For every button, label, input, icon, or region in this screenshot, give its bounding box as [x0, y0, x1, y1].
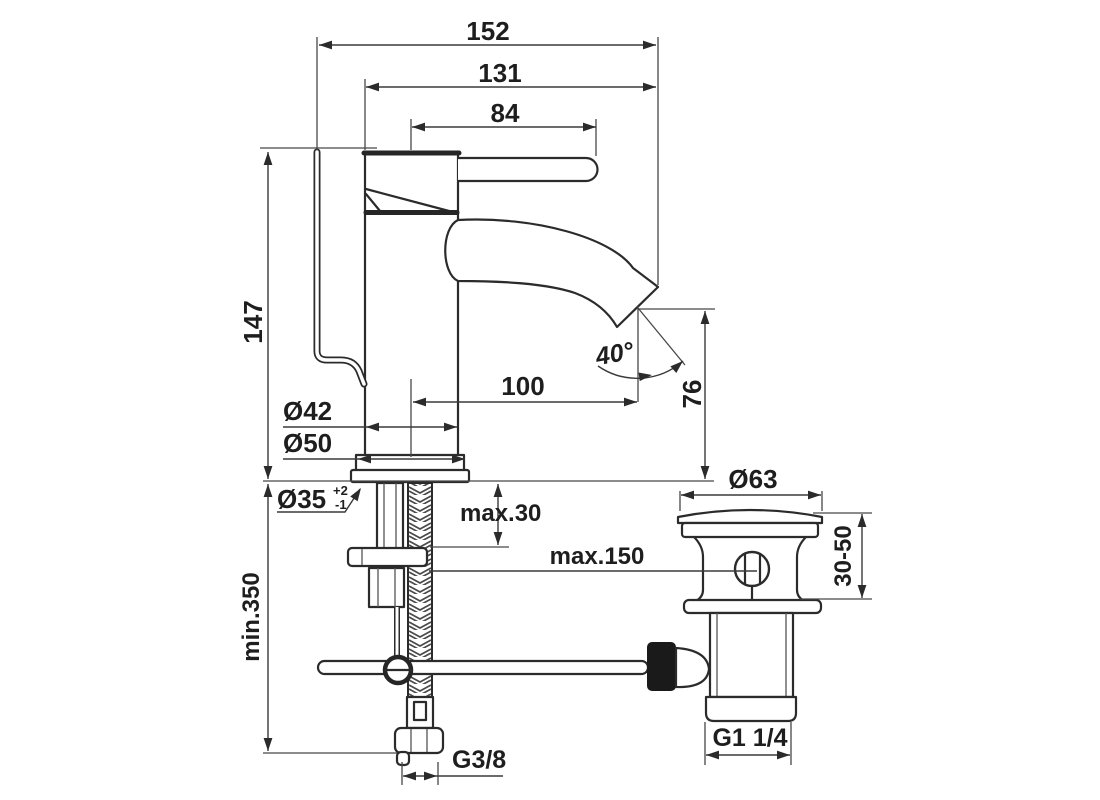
- mounting-hardware: [346, 546, 429, 609]
- dim-147-label: 147: [238, 300, 268, 343]
- dimension-annotations: [260, 37, 872, 785]
- dim-max30-label: max.30: [460, 500, 541, 527]
- dim-g114-label: G1 1/4: [712, 724, 787, 752]
- dim-max150-label: max.150: [550, 543, 645, 570]
- dim-dia50-label: Ø50: [283, 428, 332, 458]
- spout: [444, 218, 660, 329]
- dim-dia35-tol-lower: -1: [335, 497, 347, 512]
- dim-g38-label: G3/8: [452, 746, 506, 774]
- dim-dia42-label: Ø42: [283, 396, 332, 426]
- supply-hose: [393, 482, 445, 767]
- dimension-arrows: [263, 40, 867, 781]
- pull-rod: [313, 148, 368, 388]
- dim-40deg-label: 40°: [593, 337, 637, 371]
- pop-up-rod-assembly: [316, 607, 711, 691]
- lever-handle: [458, 156, 599, 183]
- dim-dia35-tol-upper: +2: [333, 483, 348, 498]
- waste-assembly: [676, 508, 824, 723]
- waste-lever-hole: [733, 550, 771, 588]
- dim-84-label: 84: [491, 98, 520, 128]
- dim-dia35-label: Ø35: [277, 484, 326, 514]
- dim-dia63-label: Ø63: [728, 464, 777, 494]
- dim-100-label: 100: [501, 371, 544, 401]
- faucet-body: [349, 150, 471, 484]
- dim-76-label: 76: [677, 380, 707, 409]
- dim-3050-label: 30-50: [830, 525, 857, 586]
- dim-131-label: 131: [478, 58, 521, 88]
- rod-knob: [647, 642, 676, 691]
- dimension-labels: 152 131 84 147 min.350 100 40° 76 Ø42 Ø5…: [238, 16, 857, 774]
- dim-152-label: 152: [466, 16, 509, 46]
- dim-min350-label: min.350: [238, 572, 265, 661]
